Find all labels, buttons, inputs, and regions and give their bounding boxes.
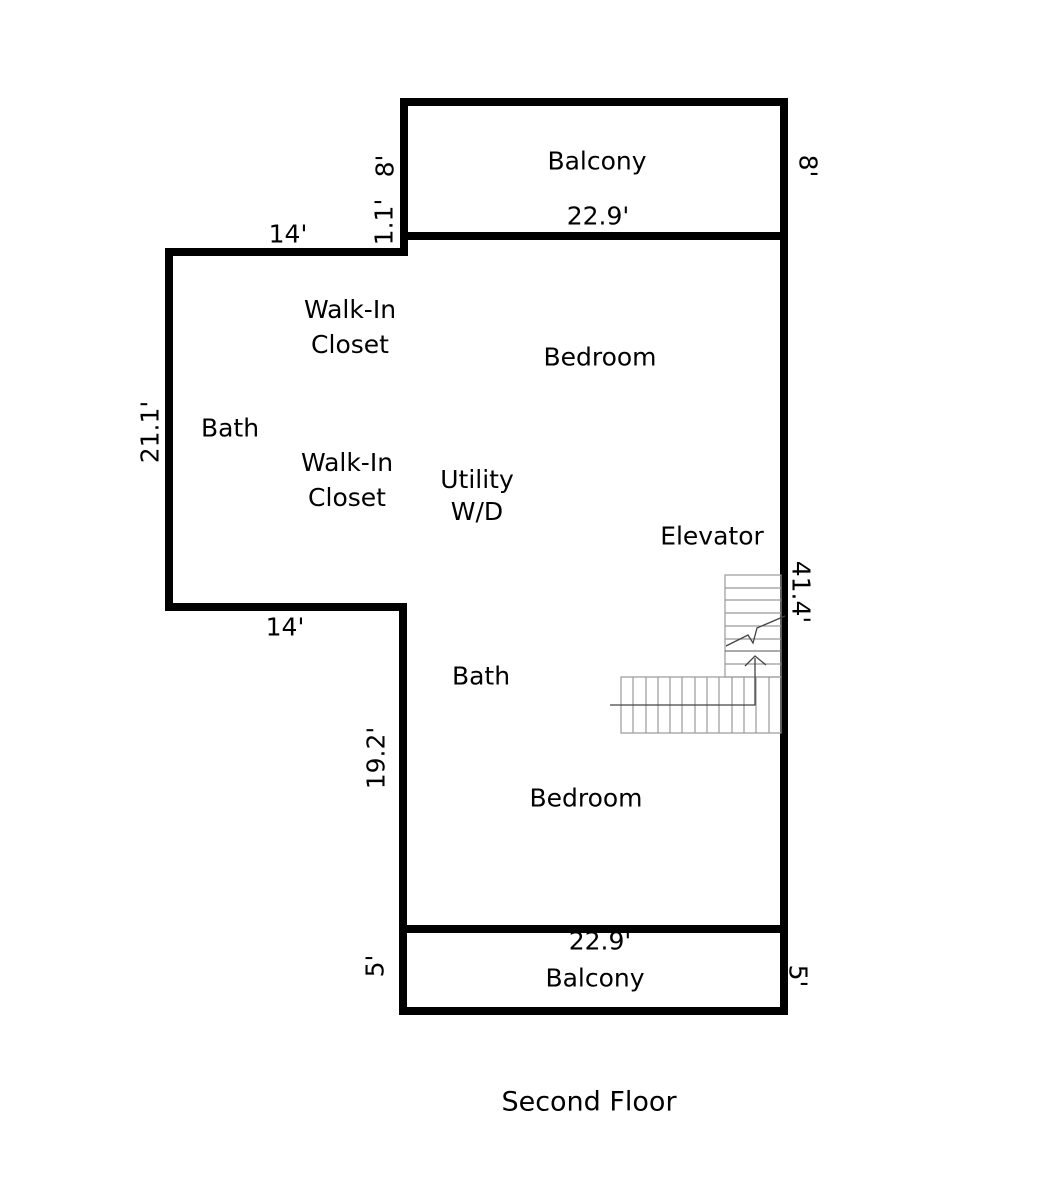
dimension-right-side-height: 41.4' [786,560,816,624]
dimension-balcony-bottom-width: 22.9' [568,926,632,956]
walls [165,98,788,1015]
dimension-balcony-top-width: 22.9' [566,201,630,231]
room-label-line: W/D [450,497,504,526]
room-label-line: Utility [440,465,514,494]
room-label-bath-lower: Bath [451,661,511,691]
stair-direction-arrow [610,655,767,706]
dimension-balcony-bottom-right-depth: 5' [783,964,813,988]
dimension-upper-left-width: 14' [268,219,308,249]
dimension-lower-left-width: 14' [265,612,305,642]
room-label-walk-in-closet-upper: Walk-In Closet [304,292,396,362]
dimension-entry-step: 1.1' [369,198,399,246]
dimension-left-side-height: 21.1' [135,400,165,464]
room-label-bath-upper: Bath [200,413,260,443]
floor-title: Second Floor [501,1086,677,1118]
stair-treads-vertical-run [724,574,782,678]
room-label-balcony-top: Balcony [547,146,647,176]
room-label-walk-in-closet-lower: Walk-In Closet [301,445,393,515]
stairs [610,574,786,734]
room-label-utility-wd: Utility W/D [440,464,514,528]
dimension-mid-left-height: 19.2' [361,726,391,790]
room-label-line: Walk-In [303,295,397,324]
room-label-balcony-bottom: Balcony [545,963,645,993]
dimension-balcony-bottom-left-depth: 5' [360,954,390,978]
main-unit-left-outline [165,232,408,929]
dimension-balcony-top-left-depth: 8' [370,154,400,178]
room-label-elevator: Elevator [660,521,764,551]
stair-break-line [725,615,786,647]
room-label-line: Closet [311,330,389,359]
room-label-bedroom-lower: Bedroom [529,783,643,813]
dimension-balcony-top-right-depth: 8' [793,154,823,178]
room-label-line: Walk-In [300,448,394,477]
room-label-line: Closet [308,483,386,512]
room-label-bedroom-upper: Bedroom [543,342,657,372]
